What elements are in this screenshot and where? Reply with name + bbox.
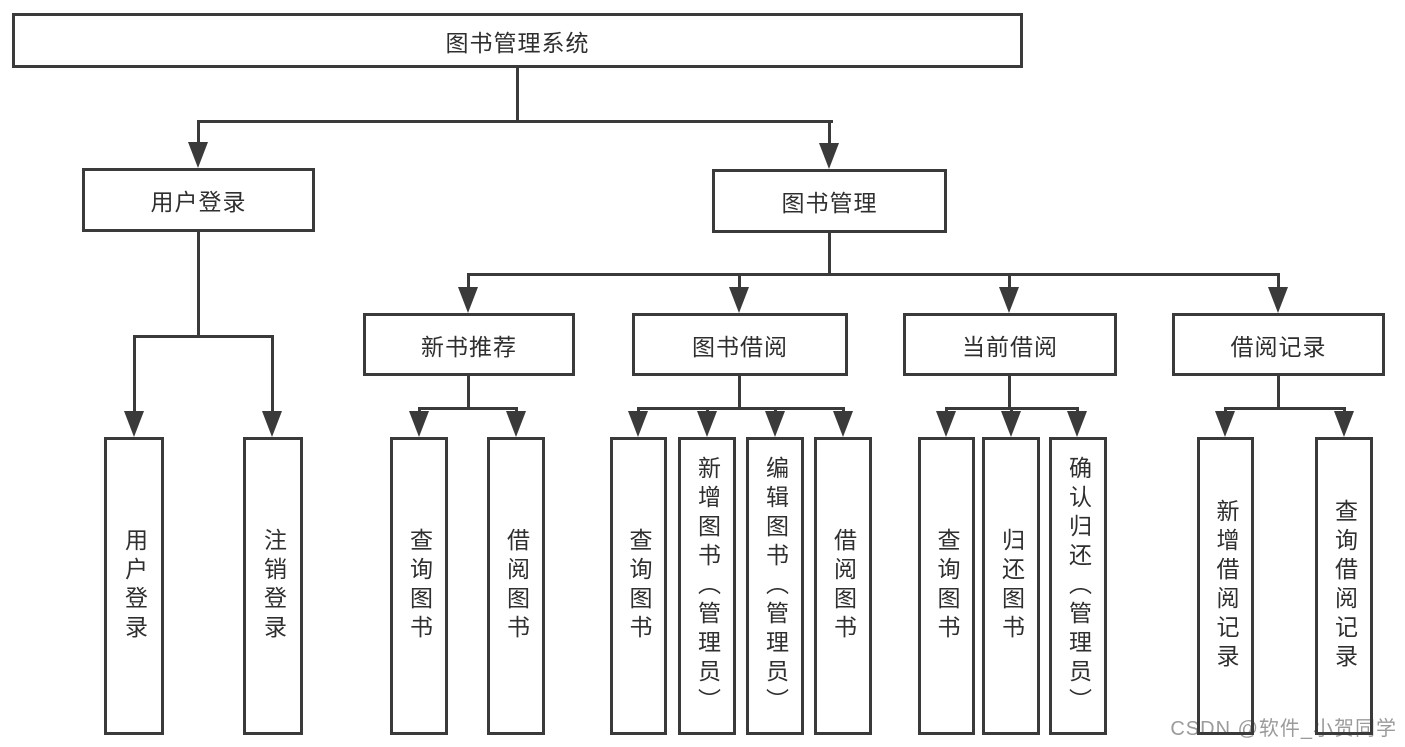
- node-borrow-records: 借阅记录: [1172, 313, 1385, 376]
- arrow-down-icon: [262, 411, 282, 437]
- leaf-query-book-1-label: 查询图书: [406, 528, 433, 644]
- connector-line: [637, 407, 844, 410]
- arrow-down-icon: [936, 411, 956, 437]
- leaf-user-login: 用户登录: [104, 437, 164, 735]
- node-book-management-label: 图书管理: [781, 190, 878, 216]
- node-user-login: 用户登录: [82, 168, 315, 232]
- node-user-login-label: 用户登录: [150, 189, 247, 215]
- leaf-return-book-label: 归还图书: [998, 528, 1025, 644]
- leaf-borrow-book-1: 借阅图书: [487, 437, 545, 735]
- connector-line: [516, 68, 519, 120]
- leaf-add-book-admin: 新增图书（管理员）: [678, 437, 736, 735]
- leaf-query-borrow-record-label: 查询借阅记录: [1331, 499, 1358, 673]
- node-book-management: 图书管理: [712, 169, 947, 233]
- arrow-down-icon: [697, 411, 717, 437]
- connector-line: [271, 335, 274, 413]
- arrow-down-icon: [1268, 287, 1288, 313]
- leaf-user-login-label: 用户登录: [121, 528, 148, 644]
- node-current-borrow-label: 当前借阅: [962, 333, 1058, 360]
- leaf-borrow-book-1-label: 借阅图书: [503, 528, 530, 644]
- leaf-return-book: 归还图书: [982, 437, 1040, 735]
- leaf-query-book-2: 查询图书: [610, 437, 667, 735]
- leaf-confirm-return-admin-label: 确认归还（管理员）: [1065, 455, 1092, 717]
- connector-line: [418, 407, 518, 410]
- arrow-down-icon: [1067, 411, 1087, 437]
- arrow-down-icon: [833, 411, 853, 437]
- leaf-borrow-book-2-label: 借阅图书: [830, 528, 857, 644]
- leaf-logout: 注销登录: [243, 437, 303, 735]
- leaf-logout-label: 注销登录: [260, 528, 287, 644]
- arrow-down-icon: [628, 411, 648, 437]
- connector-line: [467, 273, 470, 290]
- arrow-down-icon: [1334, 411, 1354, 437]
- connector-line: [1008, 273, 1011, 290]
- node-book-borrow-label: 图书借阅: [692, 333, 788, 360]
- node-book-borrow: 图书借阅: [632, 313, 848, 376]
- leaf-edit-book-admin-label: 编辑图书（管理员）: [762, 455, 789, 717]
- connector-line: [133, 335, 136, 413]
- node-root: 图书管理系统: [12, 13, 1023, 68]
- leaf-query-book-2-label: 查询图书: [626, 528, 652, 644]
- node-current-borrow: 当前借阅: [903, 313, 1117, 376]
- arrow-down-icon: [506, 411, 526, 437]
- connector-line: [828, 233, 831, 273]
- leaf-add-book-admin-label: 新增图书（管理员）: [694, 455, 721, 717]
- leaf-query-book-3: 查询图书: [918, 437, 975, 735]
- leaf-add-borrow-record: 新增借阅记录: [1197, 437, 1254, 735]
- leaf-confirm-return-admin: 确认归还（管理员）: [1049, 437, 1107, 735]
- connector-line: [1008, 376, 1011, 407]
- connector-line: [828, 120, 831, 146]
- connector-line: [133, 335, 274, 338]
- connector-line: [738, 376, 741, 407]
- connector-line: [738, 273, 741, 290]
- arrow-down-icon: [765, 411, 785, 437]
- connector-line: [467, 376, 470, 407]
- connector-line: [197, 120, 833, 123]
- connector-line: [197, 232, 200, 335]
- arrow-down-icon: [409, 411, 429, 437]
- node-root-label: 图书管理系统: [445, 29, 590, 56]
- connector-line: [1277, 376, 1280, 407]
- node-new-book-recommend: 新书推荐: [363, 313, 575, 376]
- leaf-query-book-1: 查询图书: [390, 437, 448, 735]
- connector-line: [1224, 407, 1345, 410]
- leaf-query-book-3-label: 查询图书: [934, 528, 960, 644]
- connector-line: [467, 273, 1280, 276]
- arrow-down-icon: [729, 287, 749, 313]
- arrow-down-icon: [819, 143, 839, 169]
- arrow-down-icon: [1001, 411, 1021, 437]
- node-new-book-recommend-label: 新书推荐: [421, 333, 517, 360]
- node-borrow-records-label: 借阅记录: [1230, 333, 1327, 360]
- arrow-down-icon: [1215, 411, 1235, 437]
- leaf-query-borrow-record: 查询借阅记录: [1315, 437, 1373, 735]
- arrow-down-icon: [124, 411, 144, 437]
- leaf-add-borrow-record-label: 新增借阅记录: [1213, 499, 1239, 673]
- arrow-down-icon: [188, 142, 208, 168]
- connector-line: [1277, 273, 1280, 290]
- arrow-down-icon: [458, 287, 478, 313]
- leaf-borrow-book-2: 借阅图书: [814, 437, 872, 735]
- leaf-edit-book-admin: 编辑图书（管理员）: [746, 437, 804, 735]
- connector-line: [197, 120, 200, 146]
- arrow-down-icon: [999, 287, 1019, 313]
